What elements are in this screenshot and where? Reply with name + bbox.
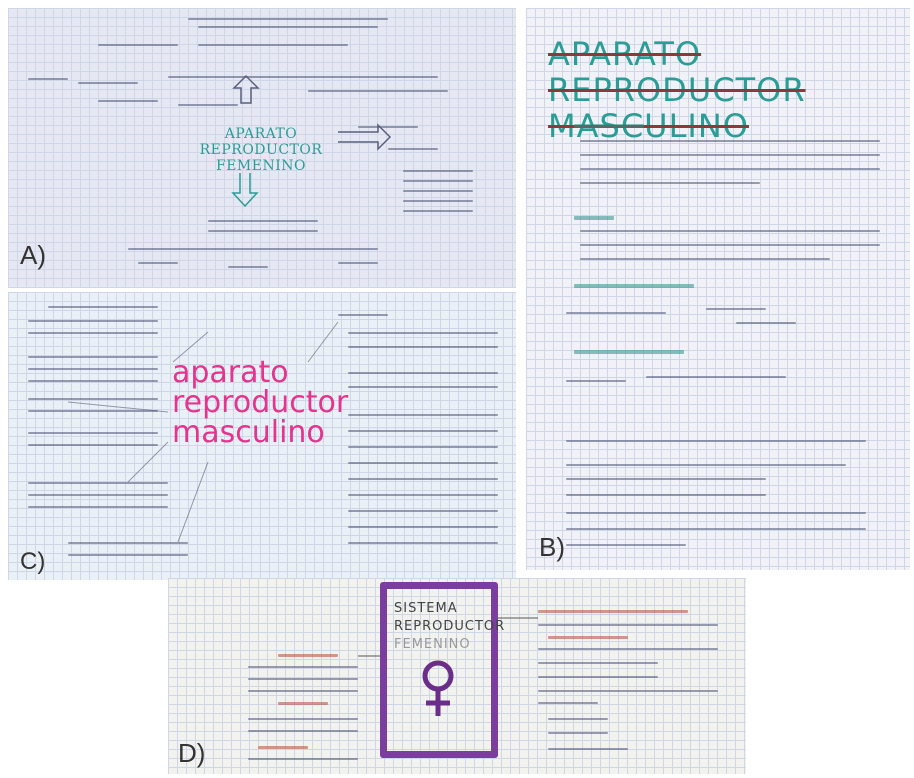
- heading-mark: [574, 124, 644, 128]
- panel-d-label: D): [178, 738, 206, 768]
- panel-d-title: SISTEMA REPRODUCTOR FEMENINO: [394, 600, 506, 654]
- panel-a-arrows: [231, 74, 392, 208]
- panel-d-title-line3: FEMENINO: [394, 637, 471, 652]
- panel-c-label: C): [20, 548, 46, 575]
- panel-b: APARATO REPRODUCTOR MASCULINO B): [526, 8, 910, 570]
- panel-d-title-line2: REPRODUCTOR: [394, 619, 506, 634]
- panel-a-title-line2: FEMENINO: [216, 158, 306, 174]
- panel-c-connectors: [67, 321, 339, 543]
- panel-a: APARATO REPRODUCTOR FEMENINO A): [8, 8, 516, 288]
- panel-c-title-line3: masculino: [172, 415, 325, 450]
- panel-c-title-line2: reproductor: [172, 385, 349, 420]
- female-symbol-icon: [358, 617, 538, 716]
- panel-a-title-line1: APARATO REPRODUCTOR: [199, 126, 323, 158]
- purple-frame: [380, 582, 498, 758]
- panel-d-title-line1: SISTEMA: [394, 601, 458, 616]
- panel-c-title-line1: aparato: [172, 355, 289, 390]
- panel-d: SISTEMA REPRODUCTOR FEMENINO D): [168, 578, 746, 774]
- panel-c-title: aparato reproductor masculino: [172, 358, 348, 448]
- panel-b-title: APARATO REPRODUCTOR MASCULINO: [548, 36, 910, 144]
- panel-b-title-line1: APARATO REPRODUCTOR: [548, 35, 806, 109]
- panel-a-title: APARATO REPRODUCTOR FEMENINO: [176, 126, 346, 174]
- panel-c: aparato reproductor masculino C): [8, 292, 516, 580]
- panel-a-label: A): [20, 240, 46, 270]
- panel-b-label: B): [539, 532, 565, 562]
